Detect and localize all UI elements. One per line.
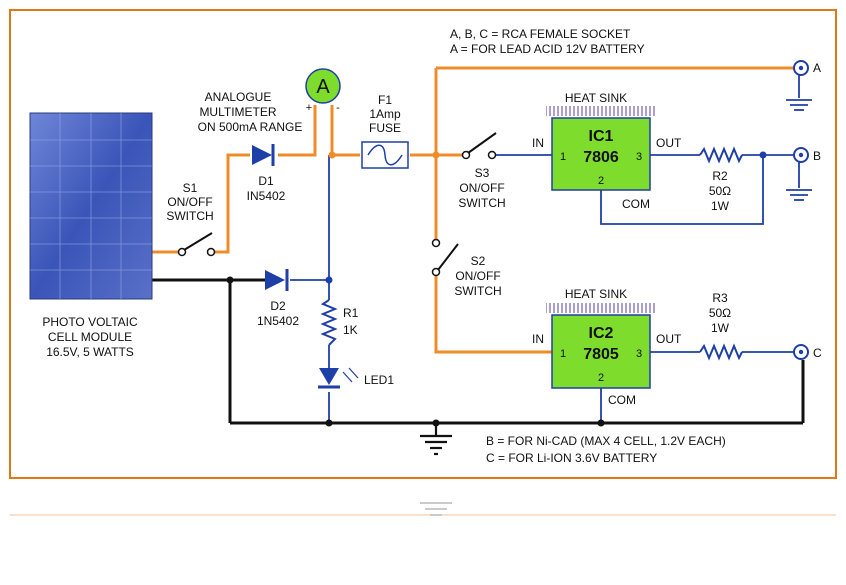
note-b: B = FOR Ni-CAD (MAX 4 CELL, 1.2V EACH) [486,434,726,448]
d1-part: IN5402 [247,189,286,203]
socket-b-label: B [813,149,821,163]
ic1-pin1: 1 [560,151,566,163]
r2-resistor-icon [699,146,743,164]
meter-label-2: MULTIMETER [199,105,276,119]
ic1-part: 7806 [583,149,619,166]
solar-label-3: 16.5V, 5 WATTS [46,345,134,359]
meter-label-1: ANALOGUE [205,90,272,104]
ic2-heatsink-icon [546,303,656,313]
meter-plus: + [306,102,312,114]
d1-diode-icon [252,144,275,166]
ic2-com: COM [608,393,636,407]
ic2-out: OUT [656,332,682,346]
ground-icon-main [420,423,452,456]
ic1-heatsink-icon [546,106,656,116]
s2-switch-icon [431,238,459,277]
ic2-name: IC2 [589,325,614,342]
r3-name: R3 [712,291,728,305]
solar-panel-icon [29,112,153,300]
meter-minus: - [336,102,340,114]
s2-line1: ON/OFF [455,269,500,283]
s3-name: S3 [475,166,490,180]
solar-label-1: PHOTO VOLTAIC [42,315,138,329]
ic1-pin3: 3 [636,151,642,163]
ground-icon-a [786,99,812,111]
s1-line1: ON/OFF [167,195,212,209]
r1-value: 1K [343,323,358,337]
ammeter-icon: A [305,68,341,104]
r3-power: 1W [711,321,730,335]
solar-label-2: CELL MODULE [48,330,132,344]
ground-icon-b [786,189,812,201]
ic2-part: 7805 [583,346,619,363]
led-icon [318,367,359,389]
s1-name: S1 [183,181,198,195]
fuse-icon [361,141,409,169]
ic1-name: IC1 [589,128,614,145]
s3-line2: SWITCH [458,196,505,210]
r1-resistor-icon [320,299,338,346]
ic2-pin3: 3 [636,348,642,360]
s1-line2: SWITCH [166,209,213,223]
s2-name: S2 [471,254,486,268]
socket-b-icon [793,147,809,163]
fuse-name: F1 [378,93,392,107]
d2-part: 1N5402 [257,314,299,328]
ic1-body [551,117,651,191]
note-c: C = FOR Li-ION 3.6V BATTERY [486,451,657,465]
ic2-in: IN [532,332,544,346]
note-sockets-2: A = FOR LEAD ACID 12V BATTERY [450,42,645,56]
s2-line2: SWITCH [454,284,501,298]
ic1-com: COM [622,197,650,211]
d2-name: D2 [270,299,286,313]
ic1-out: OUT [656,136,682,150]
ic2-body [551,314,651,389]
socket-c-label: C [813,346,822,360]
ic1-heatsink-label: HEAT SINK [565,91,627,105]
fuse-type: FUSE [369,121,401,135]
s1-switch-icon [177,232,216,257]
socket-c-icon [793,344,809,360]
d2-diode-icon [265,269,289,291]
r3-value: 50Ω [709,306,731,320]
meter-label-3: ON 500mA RANGE [198,120,303,134]
ic1-pin2: 2 [598,175,604,187]
ic2-heatsink-label: HEAT SINK [565,287,627,301]
r2-name: R2 [712,169,728,183]
r1-name: R1 [343,306,359,320]
reflection-strip [0,500,846,585]
socket-a-icon [793,60,809,76]
note-sockets-1: A, B, C = RCA FEMALE SOCKET [450,27,631,41]
socket-a-label: A [813,61,821,75]
s3-line1: ON/OFF [459,181,504,195]
d1-name: D1 [258,174,274,188]
ic2-pin1: 1 [560,348,566,360]
ic1-in: IN [532,136,544,150]
ic2-pin2: 2 [598,372,604,384]
r3-resistor-icon [699,343,743,361]
r2-value: 50Ω [709,184,731,198]
fuse-rating: 1Amp [369,107,401,121]
led-name: LED1 [364,373,394,387]
ammeter-symbol: A [316,76,330,98]
signal-wires [290,73,800,423]
r2-power: 1W [711,199,730,213]
junction-dots [226,151,767,427]
s3-switch-icon [461,132,497,160]
